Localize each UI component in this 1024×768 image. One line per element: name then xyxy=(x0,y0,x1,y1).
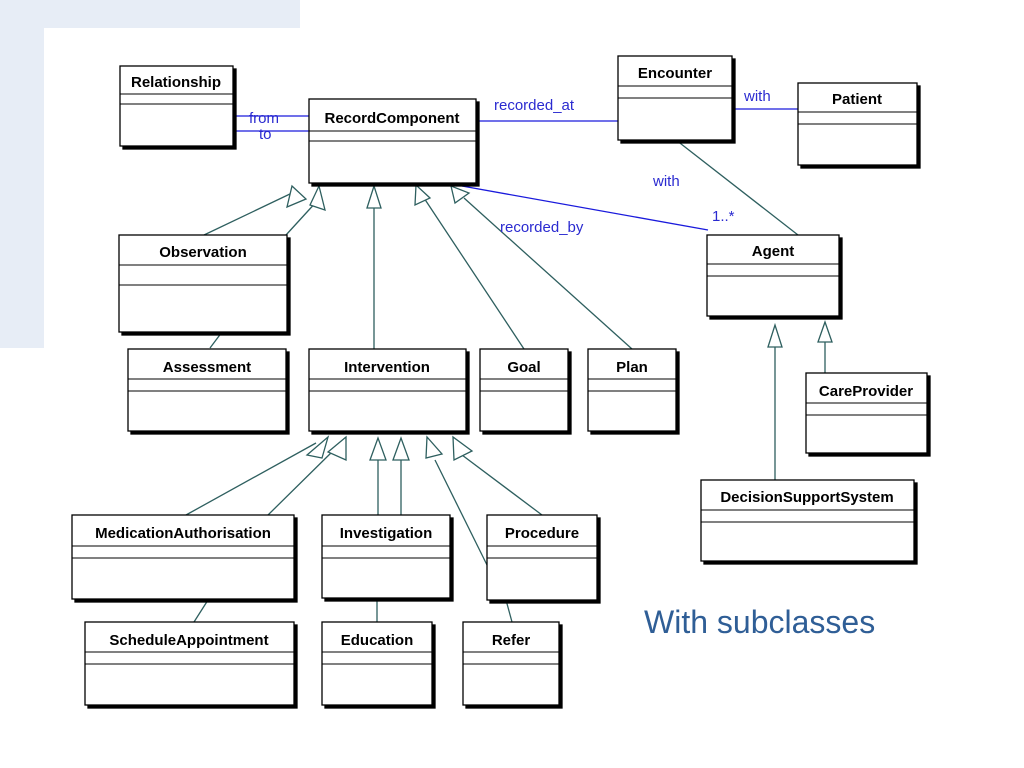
dep-line-assessment xyxy=(209,331,223,349)
arrowhead-observation-a xyxy=(286,184,308,209)
class-name-scheduleappointment: ScheduleAppointment xyxy=(109,632,268,649)
arrowhead-investigation-b xyxy=(392,436,410,461)
compartment-dividers xyxy=(72,85,927,665)
class-box-observation xyxy=(118,234,288,333)
arrowhead-procedure-a xyxy=(425,435,444,459)
class-name-education: Education xyxy=(341,632,414,649)
class-name-assessment: Assessment xyxy=(163,359,251,376)
class-name-goal: Goal xyxy=(507,359,540,376)
gen-line-plan xyxy=(463,197,633,350)
class-box-assessment xyxy=(127,348,287,432)
label-with-agent: with xyxy=(652,173,680,190)
gen-line-procedure-a xyxy=(434,459,489,568)
arrowhead-procedure-b xyxy=(452,435,474,462)
arrowhead-observation-b xyxy=(309,184,326,211)
class-box-plan xyxy=(587,348,677,432)
arrowhead-investigation-a xyxy=(369,436,387,461)
arrowhead-careprovider xyxy=(817,320,833,343)
arrowhead-medauth-a xyxy=(305,435,330,459)
arrowhead-goal xyxy=(414,183,432,207)
dep-line-schedule xyxy=(193,599,209,623)
arrowhead-medauth-b xyxy=(326,435,347,462)
dep-line-refer xyxy=(505,599,513,623)
gen-line-procedure-b xyxy=(461,454,543,516)
class-name-refer: Refer xyxy=(492,632,531,649)
arrowhead-dss xyxy=(767,322,783,348)
association-lines xyxy=(233,108,798,231)
class-name-decisionsupportsystem: DecisionSupportSystem xyxy=(720,489,893,506)
label-with-patient: with xyxy=(743,88,771,105)
class-name-careprovider: CareProvider xyxy=(819,383,913,400)
class-box-goal xyxy=(479,348,569,432)
class-box-decisionsupportsystem xyxy=(700,479,915,562)
assoc-line-recorded-by xyxy=(461,185,709,231)
class-names: Relationship RecordComponent Encounter P… xyxy=(95,65,913,649)
label-from: from xyxy=(249,110,279,127)
class-box-careprovider xyxy=(805,372,928,454)
association-labels: from to recorded_at with with recorded_b… xyxy=(249,88,771,236)
class-box-investigation xyxy=(321,514,451,599)
class-name-encounter: Encounter xyxy=(638,65,712,82)
class-name-relationship: Relationship xyxy=(131,74,221,91)
gen-line-medauth-b xyxy=(267,447,337,516)
label-recorded-at: recorded_at xyxy=(494,97,575,114)
diagram-caption: With subclasses xyxy=(644,604,876,640)
class-name-procedure: Procedure xyxy=(505,525,579,542)
class-name-intervention: Intervention xyxy=(344,359,430,376)
label-multiplicity: 1..* xyxy=(712,208,735,225)
class-name-investigation: Investigation xyxy=(340,525,433,542)
arrowhead-intervention xyxy=(366,183,382,209)
assoc-line-encounter-agent xyxy=(675,139,799,236)
generalization-arrowheads xyxy=(286,183,833,462)
class-name-patient: Patient xyxy=(832,91,882,108)
label-to: to xyxy=(259,126,272,143)
class-box-relationship xyxy=(119,65,234,147)
label-recorded-by: recorded_by xyxy=(500,219,584,236)
gen-line-observation-a xyxy=(203,192,293,236)
class-name-agent: Agent xyxy=(752,243,795,260)
class-name-recordcomponent: RecordComponent xyxy=(325,110,460,127)
class-name-medicationauthorisation: MedicationAuthorisation xyxy=(95,525,271,542)
class-name-plan: Plan xyxy=(616,359,648,376)
arrowhead-plan xyxy=(450,184,471,205)
gen-line-medauth-a xyxy=(185,442,317,516)
class-name-observation: Observation xyxy=(159,244,247,261)
class-box-intervention xyxy=(308,348,467,432)
generalization-lines xyxy=(185,139,826,623)
class-box-medicationauthorisation xyxy=(71,514,295,600)
gen-line-goal xyxy=(423,197,525,350)
